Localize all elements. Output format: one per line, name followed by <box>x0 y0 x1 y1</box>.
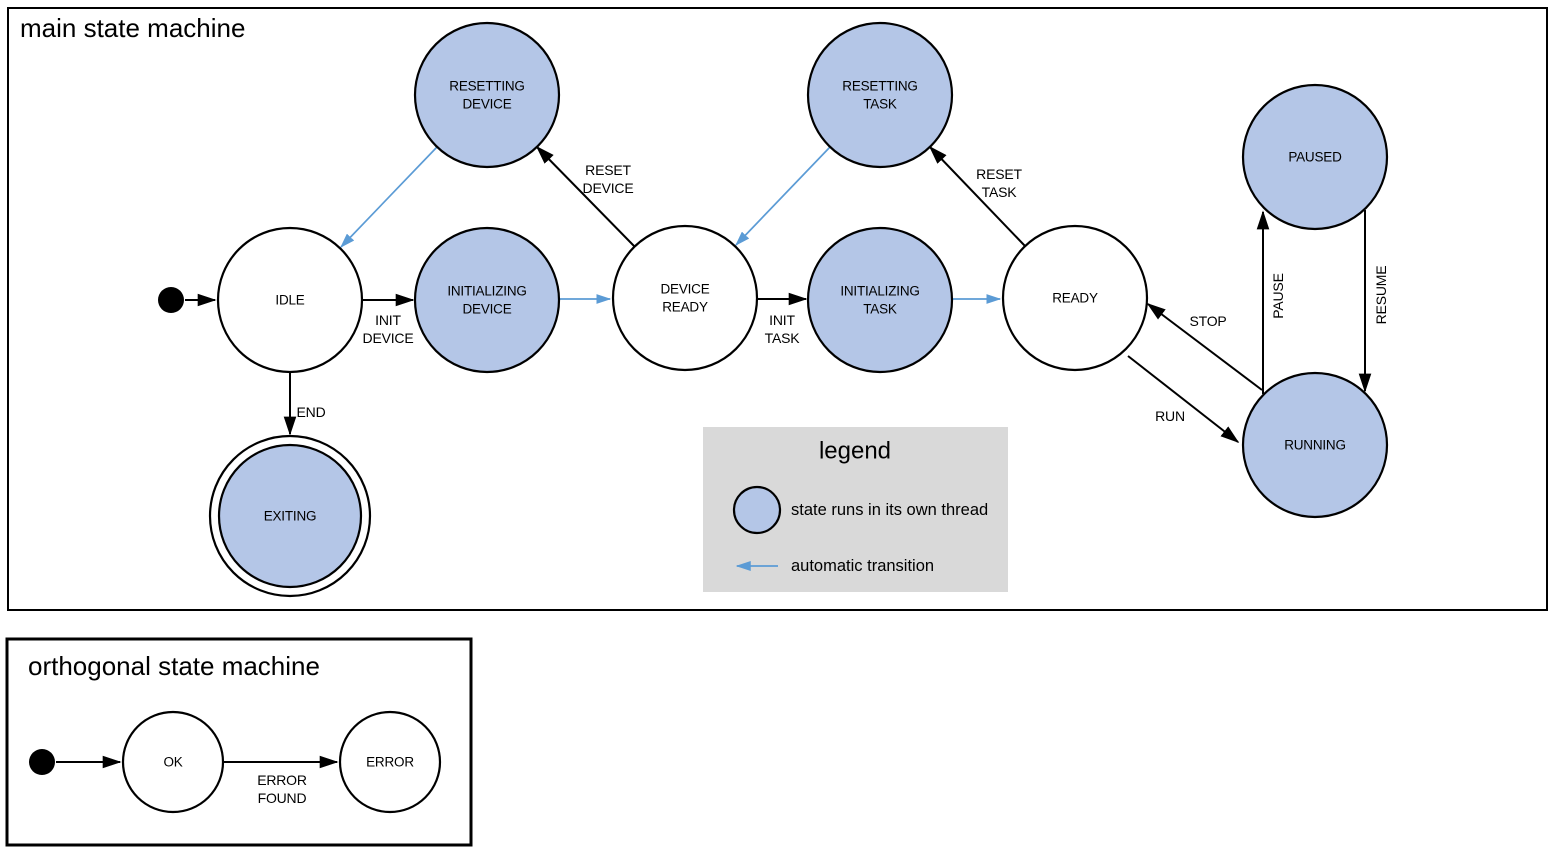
svg-text:INIT: INIT <box>769 312 795 328</box>
svg-text:DEVICE: DEVICE <box>462 97 511 112</box>
orthogonal-machine-title: orthogonal state machine <box>28 651 320 681</box>
legend-title: legend <box>819 438 891 465</box>
svg-text:READY: READY <box>662 300 708 315</box>
state-resetting-device: RESETTING DEVICE <box>413 21 561 169</box>
svg-text:FOUND: FOUND <box>258 790 307 806</box>
transition-label-resume: RESUME <box>1373 266 1389 325</box>
final-state-inner-circle <box>217 443 363 589</box>
legend-thread-label: state runs in its own thread <box>791 501 988 519</box>
svg-text:DEVICE: DEVICE <box>462 302 511 317</box>
svg-text:RESETTING: RESETTING <box>449 79 524 94</box>
svg-text:TASK: TASK <box>863 97 897 112</box>
legend-panel: legend state runs in its own thread auto… <box>703 427 1008 592</box>
transition-label-end: END <box>297 404 326 420</box>
running-to-ready-stop-arrow <box>1146 303 1263 391</box>
transition-label-reset-task: RESET TASK <box>976 166 1023 200</box>
device-ready-to-resetting-device-arrow <box>535 145 636 248</box>
transition-label-error-found: ERROR FOUND <box>257 772 307 806</box>
svg-text:DEVICE: DEVICE <box>583 180 634 196</box>
svg-text:TASK: TASK <box>765 330 801 346</box>
main-machine-border <box>7 7 1548 611</box>
svg-text:INITIALIZING: INITIALIZING <box>447 284 526 299</box>
state-ok: OK <box>121 710 225 814</box>
svg-text:ERROR: ERROR <box>257 772 307 788</box>
main-state-machine-panel: main state machine INIT DEVICE RESET DEV… <box>7 7 1548 611</box>
svg-text:DEVICE: DEVICE <box>363 330 414 346</box>
state-idle: IDLE <box>216 226 364 374</box>
svg-text:INIT: INIT <box>375 312 401 328</box>
state-ready: READY <box>1001 224 1149 372</box>
state-initializing-device: INITIALIZING DEVICE <box>413 226 561 374</box>
svg-text:DEVICE: DEVICE <box>660 282 709 297</box>
state-exiting-final: EXITING <box>208 434 372 598</box>
initial-state-dot <box>158 287 184 313</box>
svg-text:RESETTING: RESETTING <box>842 79 917 94</box>
transition-label-stop: STOP <box>1189 313 1226 329</box>
state-device-ready: DEVICE READY <box>611 224 759 372</box>
orthogonal-state-machine-panel: orthogonal state machine ERROR FOUND OK … <box>5 637 473 847</box>
svg-text:OK: OK <box>163 755 182 770</box>
svg-text:EXITING: EXITING <box>264 509 317 524</box>
resetting-device-to-idle-auto-arrow <box>340 146 438 248</box>
state-resetting-task: RESETTING TASK <box>806 21 954 169</box>
transition-label-init-device: INIT DEVICE <box>363 312 414 346</box>
svg-text:INITIALIZING: INITIALIZING <box>840 284 919 299</box>
svg-text:TASK: TASK <box>863 302 897 317</box>
svg-text:RESET: RESET <box>976 166 1022 182</box>
state-error: ERROR <box>338 710 442 814</box>
legend-auto-label: automatic transition <box>791 557 934 575</box>
state-paused: PAUSED <box>1241 83 1389 231</box>
transition-label-reset-device: RESET DEVICE <box>583 162 634 196</box>
state-initializing-task: INITIALIZING TASK <box>806 226 954 374</box>
svg-text:READY: READY <box>1052 291 1098 306</box>
ready-to-running-run-arrow <box>1127 355 1240 443</box>
svg-text:IDLE: IDLE <box>275 293 304 308</box>
orthogonal-machine-border <box>5 637 473 847</box>
svg-text:ERROR: ERROR <box>366 755 414 770</box>
svg-text:PAUSED: PAUSED <box>1288 150 1342 165</box>
main-machine-title: main state machine <box>20 13 245 43</box>
svg-text:TASK: TASK <box>982 184 1018 200</box>
svg-text:RESET: RESET <box>585 162 631 178</box>
resetting-task-to-device-ready-auto-arrow <box>735 146 831 246</box>
transition-label-run: RUN <box>1155 408 1185 424</box>
state-running: RUNNING <box>1241 371 1389 519</box>
ready-to-resetting-task-arrow <box>928 145 1026 247</box>
transition-label-pause: PAUSE <box>1270 273 1286 318</box>
transition-label-init-task: INIT TASK <box>765 312 801 346</box>
svg-text:RUNNING: RUNNING <box>1284 438 1346 453</box>
orthogonal-initial-state-dot <box>29 749 55 775</box>
legend-thread-state-icon <box>732 485 782 535</box>
